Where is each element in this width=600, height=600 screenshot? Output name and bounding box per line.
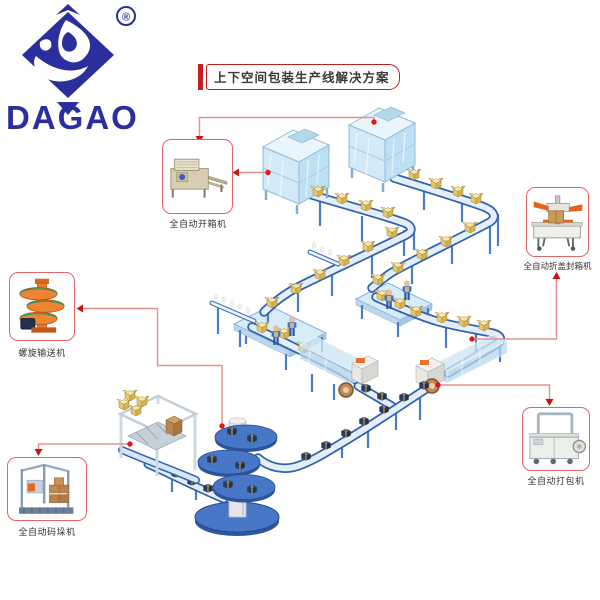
brand-wordmark: DAGAO bbox=[6, 99, 139, 132]
connector-arrows bbox=[34, 136, 561, 456]
callout-connectors bbox=[37, 116, 558, 450]
page-title: 上下空间包装生产线解决方案 bbox=[206, 64, 400, 90]
bottle-infeed-conveyor-1 bbox=[209, 292, 257, 324]
palletizer-machine bbox=[116, 389, 200, 484]
callout-label-strapping-machine: 全自动打包机 bbox=[527, 476, 585, 486]
title-banner: 上下空间包装生产线解决方案 bbox=[198, 64, 400, 90]
flap-fold-sealer-machine-icon bbox=[531, 195, 583, 251]
connector-strapping bbox=[438, 384, 551, 400]
callout-label-case-opener: 全自动开箱机 bbox=[169, 219, 227, 229]
dagao-diamond-emblem: ® bbox=[22, 4, 136, 115]
bottle-infeed-conveyor-2 bbox=[307, 241, 341, 267]
connector-dots bbox=[127, 119, 475, 447]
glass-tunnel-sealer-2 bbox=[415, 333, 509, 394]
callout-palletizer bbox=[7, 457, 87, 521]
strapping-machine-icon bbox=[529, 412, 586, 465]
callout-label-palletizer: 全自动码垛机 bbox=[18, 527, 76, 537]
spiral-tower bbox=[194, 417, 280, 536]
spiral-conveyor-machine-icon bbox=[19, 278, 65, 333]
glass-tunnel-sealer-1 bbox=[298, 336, 379, 398]
conveyor-band-line-b bbox=[367, 173, 499, 293]
conveyor-band-main-descent bbox=[253, 379, 439, 473]
connector-palletizer bbox=[37, 443, 130, 450]
registered-mark: ® bbox=[122, 12, 130, 24]
case-opener-machine-icon bbox=[169, 158, 227, 198]
brand-logo: ® DAGAO bbox=[6, 2, 156, 136]
connector-flap-sealer bbox=[472, 278, 558, 340]
callout-flap-fold-sealer bbox=[526, 187, 589, 257]
title-accent-bar bbox=[198, 64, 203, 90]
callout-case-opener bbox=[162, 139, 233, 214]
callout-label-flap-fold-sealer: 全自动折盖封箱机 bbox=[523, 261, 592, 271]
callout-spiral-conveyor bbox=[9, 272, 75, 341]
connector-spiral bbox=[82, 307, 223, 426]
palletizer-machine-icon bbox=[19, 463, 74, 514]
callout-strapping-machine bbox=[522, 407, 590, 471]
callout-label-spiral-conveyor: 螺旋输送机 bbox=[18, 348, 66, 358]
registered-mark-circle bbox=[116, 6, 136, 26]
